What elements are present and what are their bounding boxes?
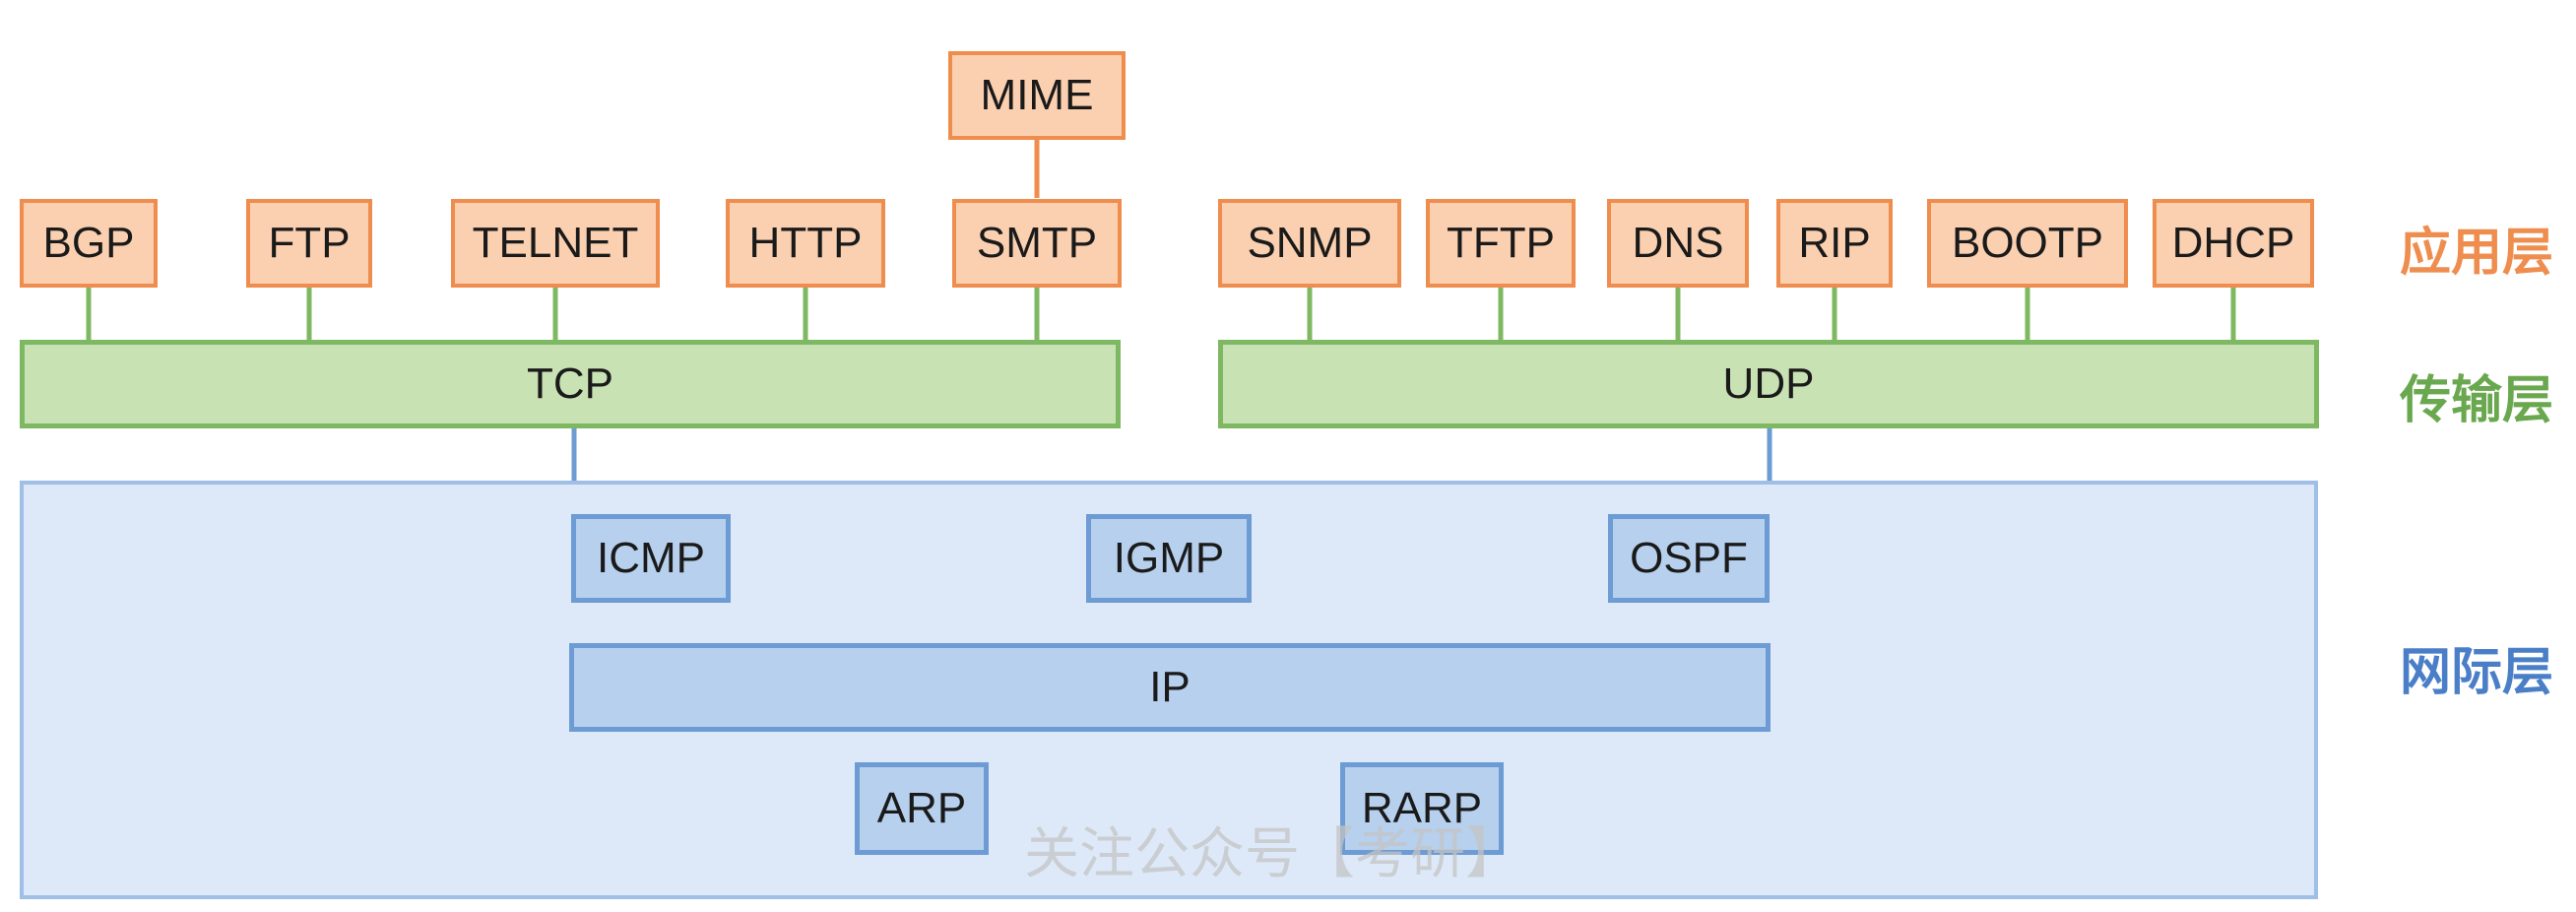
- layer-label-internet: 网际层: [2400, 643, 2554, 702]
- layer-label-transport: 传输层: [2400, 371, 2554, 430]
- protocol-bgp: BGP: [20, 199, 158, 288]
- blue-connectors: [571, 428, 1772, 481]
- layer-label-application: 应用层: [2400, 224, 2554, 283]
- watermark-text: 关注公众号【考研】: [1024, 822, 1520, 886]
- protocol-ospf: OSPF: [1608, 514, 1770, 603]
- protocol-dhcp: DHCP: [2153, 199, 2314, 288]
- protocol-tcp: TCP: [20, 340, 1121, 428]
- protocol-ip: IP: [569, 643, 1771, 732]
- protocol-smtp: SMTP: [952, 199, 1122, 288]
- protocol-http: HTTP: [726, 199, 885, 288]
- protocol-udp: UDP: [1218, 340, 2319, 428]
- protocol-icmp: ICMP: [571, 514, 731, 603]
- protocol-mime: MIME: [948, 51, 1126, 140]
- protocol-tftp: TFTP: [1426, 199, 1576, 288]
- protocol-rip: RIP: [1776, 199, 1893, 288]
- protocol-ftp: FTP: [246, 199, 372, 288]
- protocol-snmp: SNMP: [1218, 199, 1401, 288]
- protocol-rarp: RARP: [1340, 762, 1504, 855]
- protocol-dns: DNS: [1607, 199, 1749, 288]
- protocol-arp: ARP: [855, 762, 989, 855]
- green-connectors: [86, 288, 2236, 340]
- protocol-bootp: BOOTP: [1927, 199, 2128, 288]
- protocol-igmp: IGMP: [1086, 514, 1252, 603]
- protocol-telnet: TELNET: [451, 199, 660, 288]
